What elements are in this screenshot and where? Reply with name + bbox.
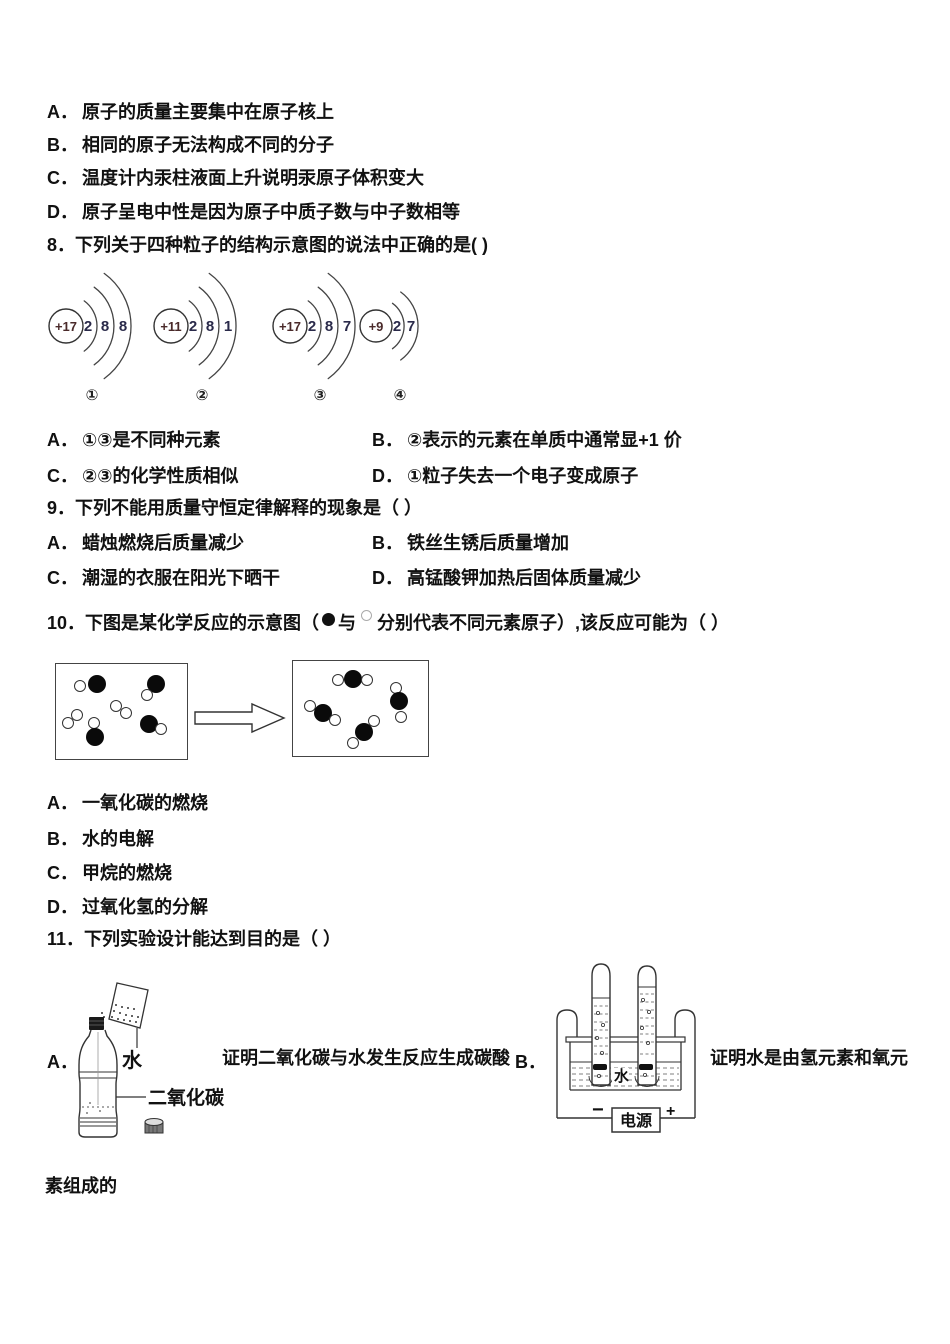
particle-diagram-4: +9 2 7 ④ [352, 269, 464, 414]
nucleus-charge: +17 [55, 319, 77, 334]
shell-count: 8 [101, 318, 109, 335]
shell-count: 8 [325, 318, 333, 335]
shell-count: 8 [119, 318, 127, 335]
black-atom [147, 675, 165, 693]
white-atom [361, 674, 373, 686]
white-atom [141, 689, 153, 701]
white-atom [368, 715, 380, 727]
q7-option-c: C．温度计内汞柱液面上升说明汞原子体积变大 [47, 168, 424, 188]
white-atom [120, 707, 132, 719]
power-supply-label: 电源 [620, 1111, 652, 1130]
black-atom [314, 704, 332, 722]
q9-option-b: B．铁丝生锈后质量增加 [372, 533, 569, 553]
q10-option-a: A．一氧化碳的燃烧 [47, 793, 208, 813]
white-atom-icon [361, 610, 373, 621]
q10-box-left [55, 663, 188, 760]
nucleus-charge: +9 [369, 319, 384, 334]
particle-diagram-1: +17 2 8 8 ① [42, 269, 154, 414]
reaction-arrow-icon [194, 702, 286, 734]
white-atom [71, 709, 83, 721]
white-atom [74, 680, 86, 692]
exp-b-caption-continued: 素组成的 [45, 1176, 117, 1196]
q11-stem: 11．下列实验设计能达到目的是（ ） [47, 929, 342, 949]
exp-a-label: A． [47, 1052, 78, 1072]
shell-count: 7 [343, 318, 351, 335]
particle-tag: ③ [314, 387, 327, 404]
white-atom [329, 714, 341, 726]
white-atom [62, 717, 74, 729]
black-atom [140, 715, 158, 733]
white-atom [155, 723, 167, 735]
co2-label: 二氧化碳 [148, 1086, 225, 1109]
shell-count: 2 [189, 318, 197, 335]
nucleus-charge: +11 [160, 319, 181, 334]
black-atom [390, 692, 408, 710]
q10-option-b: B．水的电解 [47, 829, 154, 849]
water-label: 水 [614, 1067, 630, 1085]
q10-box-right [292, 660, 429, 757]
shell-count: 2 [84, 318, 92, 335]
q8-option-a: A．①③是不同种元素 [47, 430, 221, 450]
shell-count: 7 [407, 318, 415, 335]
q8-option-b: B．②表示的元素在单质中通常显+1 价 [372, 430, 682, 450]
shell-count: 1 [224, 318, 232, 335]
q10-option-d: D．过氧化氢的分解 [47, 897, 208, 917]
exp-a-caption: 证明二氧化碳与水发生反应生成碳酸 [222, 1048, 510, 1068]
white-atom [395, 711, 407, 723]
minus-terminal: − [592, 1099, 604, 1121]
exp-b-label: B． [515, 1052, 546, 1072]
q9-stem: 9．下列不能用质量守恒定律解释的现象是（ ） [47, 498, 423, 518]
white-atom [110, 700, 122, 712]
white-atom [347, 737, 359, 749]
black-atom [355, 723, 373, 741]
q10-stem: 10．下图是某化学反应的示意图（与分别代表不同元素原子）,该反应可能为（ ） [47, 610, 729, 634]
q9-option-c: C．潮湿的衣服在阳光下晒干 [47, 568, 280, 588]
black-atom [88, 675, 106, 693]
particle-diagram-3: +17 2 8 7 ③ [266, 269, 378, 414]
black-atom [344, 670, 362, 688]
q7-option-b: B．相同的原子无法构成不同的分子 [47, 135, 334, 155]
shell-count: 2 [393, 318, 401, 335]
exp-b-electrolysis-figure: 水 电源 − + [556, 963, 696, 1133]
shell-count: 2 [308, 318, 316, 335]
q10-option-c: C．甲烷的燃烧 [47, 863, 172, 883]
q8-option-c: C．②③的化学性质相似 [47, 466, 239, 486]
particle-tag: ② [196, 387, 209, 404]
q9-option-a: A．蜡烛燃烧后质量减少 [47, 533, 244, 553]
q9-option-d: D．高锰酸钾加热后固体质量减少 [372, 568, 641, 588]
q8-option-d: D．①粒子失去一个电子变成原子 [372, 466, 639, 486]
q7-option-d: D．原子呈电中性是因为原子中质子数与中子数相等 [47, 202, 460, 222]
white-atom [332, 674, 344, 686]
plus-terminal: + [666, 1103, 675, 1120]
particle-diagram-2: +11 2 8 1 ② [147, 269, 259, 414]
exp-b-caption: 证明水是由氢元素和氧元 [710, 1048, 908, 1068]
particle-tag: ① [86, 387, 99, 404]
particle-tag: ④ [394, 387, 407, 404]
black-atom-icon [322, 613, 336, 626]
shell-count: 8 [206, 318, 214, 335]
exp-a-bottle-figure: 水 二氧化碳 [78, 982, 225, 1138]
water-label: 水 [122, 1049, 143, 1072]
nucleus-charge: +17 [279, 319, 301, 334]
q8-stem: 8．下列关于四种粒子的结构示意图的说法中正确的是( ) [47, 235, 488, 255]
q7-option-a: A．原子的质量主要集中在原子核上 [47, 102, 334, 122]
black-atom [86, 728, 104, 746]
